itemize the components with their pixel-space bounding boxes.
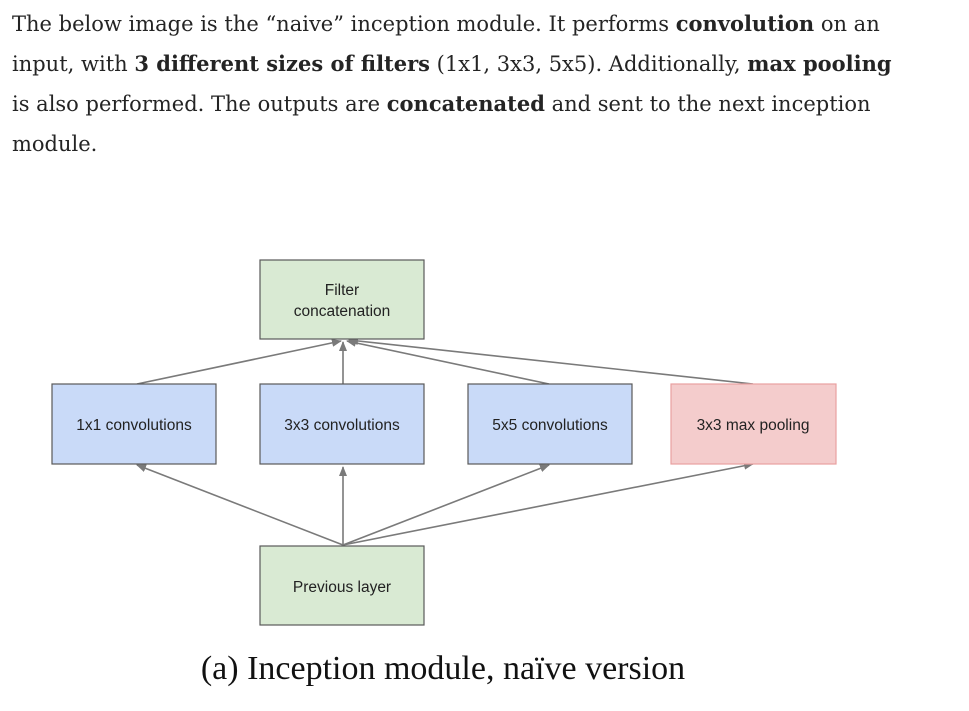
intro-bold-filter-sizes: 3 different sizes of filters xyxy=(134,51,430,76)
node-previous-layer: Previous layer xyxy=(259,545,425,626)
node-1x1-convolutions: 1x1 convolutions xyxy=(51,383,217,465)
intro-text-3: (1x1, 3x3, 5x5). Additionally, xyxy=(430,52,748,76)
arrow-previous-to-maxpool xyxy=(342,461,754,546)
node-filter-concatenation: Filter concatenation xyxy=(259,259,425,340)
arrow-previous-to-5x5 xyxy=(342,464,550,546)
conv1x1-label: 1x1 convolutions xyxy=(76,417,192,434)
intro-bold-max-pooling: max pooling xyxy=(747,51,892,76)
conv3x3-label: 3x3 convolutions xyxy=(284,417,400,434)
intro-text-2: on an input, with xyxy=(12,12,880,76)
node-3x3-max-pooling: 3x3 max pooling xyxy=(670,383,837,465)
intro-bold-convolution: convolution xyxy=(675,11,815,36)
arrow-previous-to-1x1 xyxy=(136,464,344,546)
node-5x5-convolutions: 5x5 convolutions xyxy=(467,383,633,465)
previous-layer-label: Previous layer xyxy=(293,579,391,596)
node-3x3-convolutions: 3x3 convolutions xyxy=(259,383,425,465)
arrow-maxpool-to-concat xyxy=(348,336,754,385)
intro-text-4: is also performed. The outputs are xyxy=(12,92,387,116)
intro-text-1: The below image is the “naive” inception… xyxy=(12,12,676,36)
diagram-caption: (a) Inception module, naïve version xyxy=(201,650,685,687)
arrow-1x1-to-concat xyxy=(136,338,342,385)
intro-text-5: and sent to the next inception module. xyxy=(12,92,871,156)
arrow-5x5-to-concat xyxy=(346,338,550,385)
intro-bold-concatenated: concatenated xyxy=(386,91,545,116)
filter-concat-label-line1: Filter xyxy=(325,282,359,299)
maxpool-label: 3x3 max pooling xyxy=(697,417,810,434)
conv5x5-label: 5x5 convolutions xyxy=(492,417,608,434)
intro-paragraph: The below image is the “naive” inception… xyxy=(12,4,912,164)
filter-concat-label-line2: concatenation xyxy=(294,303,391,320)
